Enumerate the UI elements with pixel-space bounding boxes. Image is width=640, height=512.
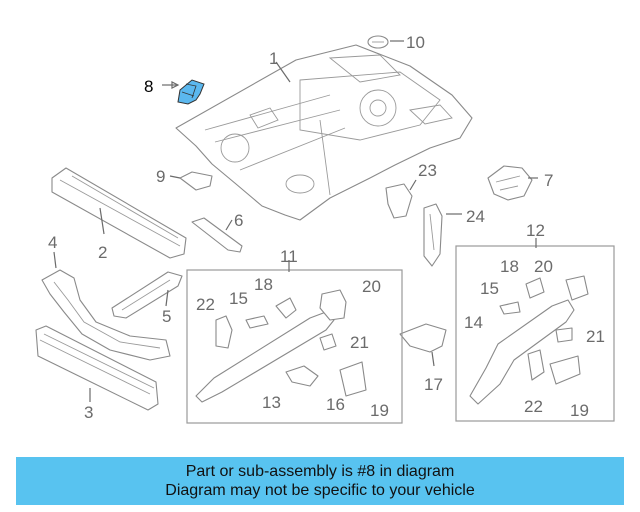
part-18-bracket-a: [275, 297, 297, 319]
callout-1: 1: [269, 49, 278, 68]
callout-7: 7: [544, 171, 553, 190]
group-11-box: [186, 269, 403, 424]
banner-line-2: Diagram may not be specific to your vehi…: [165, 482, 475, 499]
part-20-bracket-b: [565, 275, 589, 301]
part-6-small-bracket[interactable]: [191, 217, 243, 253]
callout-15a: 15: [229, 289, 248, 308]
part-8-bracket-highlighted[interactable]: [177, 79, 205, 105]
part-20-bracket-a: [319, 289, 347, 321]
part-1-floor-panel[interactable]: [175, 44, 473, 221]
info-banner: Part or sub-assembly is #8 in diagram Di…: [16, 457, 624, 505]
part-7-side-bracket[interactable]: [487, 165, 533, 201]
callout-24: 24: [466, 207, 485, 226]
callout-3: 3: [84, 403, 93, 422]
callout-19a: 19: [370, 401, 389, 420]
banner-line-1: Part or sub-assembly is #8 in diagram: [185, 463, 455, 480]
part-22-plate-a: [215, 315, 233, 349]
callout-14: 14: [464, 313, 483, 332]
callouts: 8 1 10 9 2 6 4 5 3 23 7 24 11 12 22 15 1…: [48, 33, 605, 422]
callout-12: 12: [526, 221, 545, 240]
part-14-rail: [469, 299, 575, 405]
part-10-grommet[interactable]: [367, 35, 389, 49]
part-19-bracket-a: [339, 361, 367, 397]
callout-23: 23: [418, 161, 437, 180]
part-24-pillar[interactable]: [423, 203, 443, 267]
callout-21a: 21: [350, 333, 369, 352]
part-17-bracket[interactable]: [399, 323, 447, 367]
part-18-bracket-b: [525, 277, 545, 299]
callout-21b: 21: [586, 327, 605, 346]
part-4-curved-member[interactable]: [41, 269, 171, 361]
part-15-clip-a: [245, 315, 269, 329]
part-13-rail: [195, 311, 335, 403]
leader-lines: [53, 40, 538, 402]
callout-22b: 22: [524, 397, 543, 416]
part-5-bracket[interactable]: [111, 271, 183, 319]
callout-19b: 19: [570, 401, 589, 420]
callout-8: 8: [144, 77, 153, 96]
callout-18a: 18: [254, 275, 273, 294]
callout-5: 5: [162, 307, 171, 326]
part-23-bracket[interactable]: [385, 183, 413, 219]
callout-22a: 22: [196, 295, 215, 314]
group-12-box: [455, 245, 615, 422]
callout-20b: 20: [534, 257, 553, 276]
part-3-lower-rail[interactable]: [35, 325, 159, 411]
callout-9: 9: [156, 167, 165, 186]
part-19-bracket-b: [549, 355, 581, 385]
callout-6: 6: [234, 211, 243, 230]
part-9-plate[interactable]: [179, 171, 213, 191]
callout-10: 10: [406, 33, 425, 52]
part-2-crossmember[interactable]: [51, 167, 187, 259]
callout-17: 17: [424, 375, 443, 394]
part-21-clip-a: [319, 333, 337, 351]
callout-11: 11: [280, 247, 298, 266]
part-21-clip-b: [555, 327, 573, 343]
callout-2: 2: [98, 243, 107, 262]
part-16-bracket: [285, 365, 319, 387]
callout-20a: 20: [362, 277, 381, 296]
callout-16: 16: [326, 395, 345, 414]
part-22-plate-b: [527, 349, 545, 381]
callout-4: 4: [48, 233, 57, 252]
callout-15b: 15: [480, 279, 499, 298]
part-15-clip-b: [499, 301, 521, 315]
callout-18b: 18: [500, 257, 519, 276]
callout-13: 13: [262, 393, 281, 412]
